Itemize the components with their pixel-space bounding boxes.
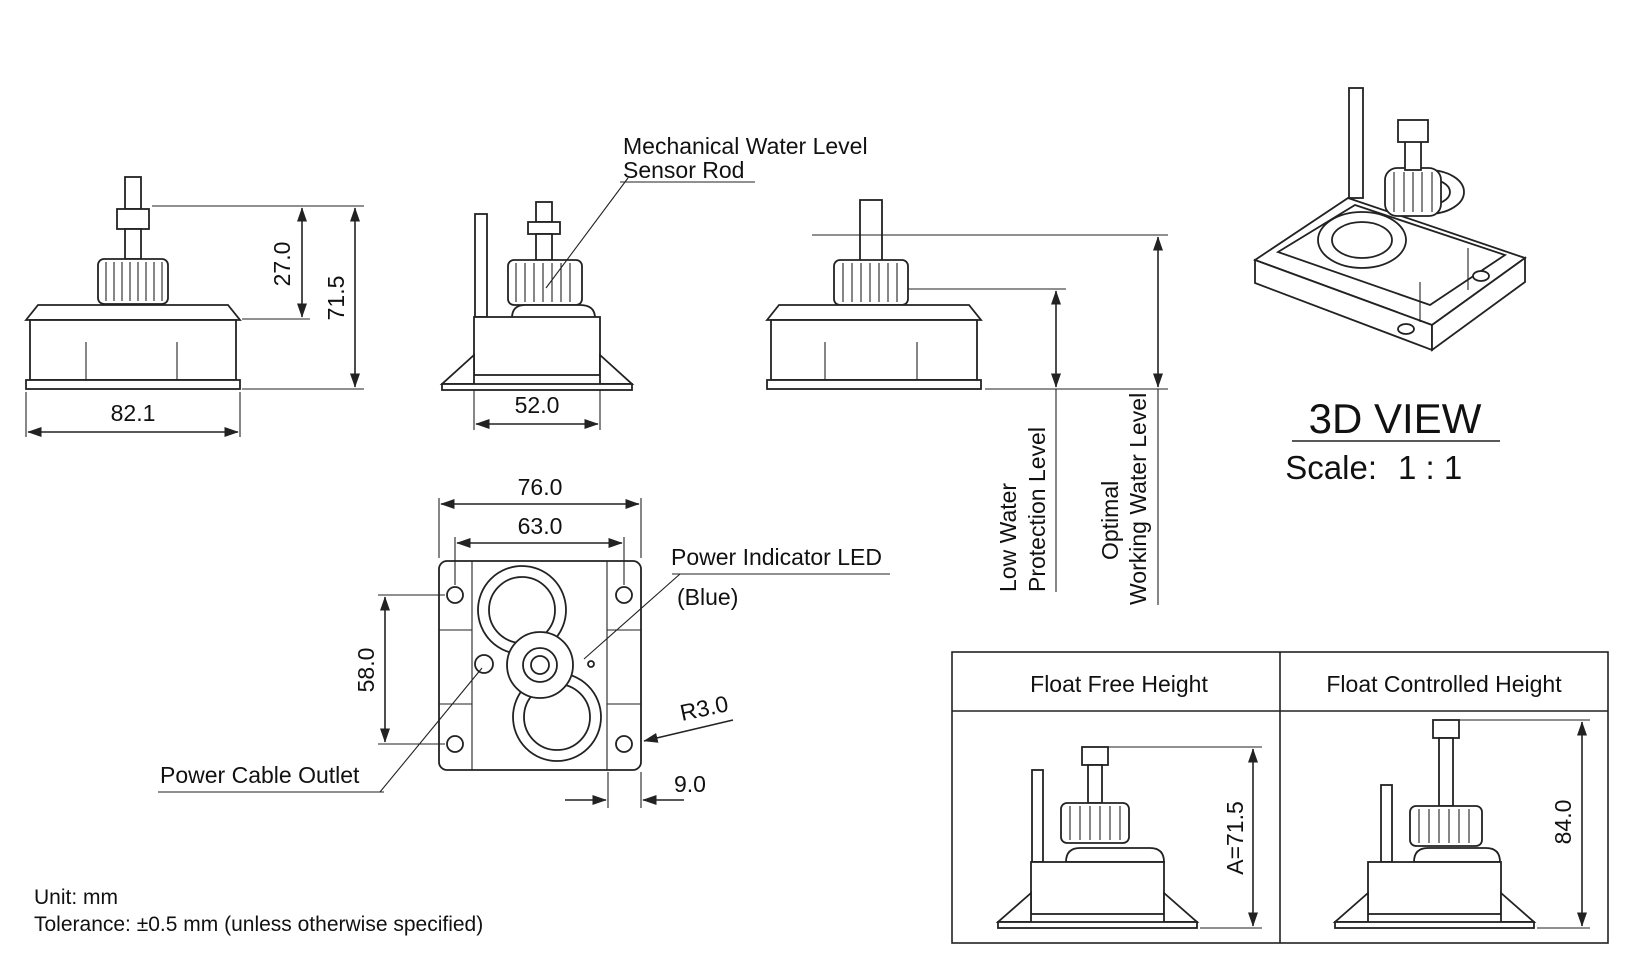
front-view: 52.0 Mechanical Water Level Sensor Rod [439, 133, 868, 430]
top-view: 76.0 63.0 58.0 9.0 R3.0 Power Indicator … [158, 474, 890, 808]
unit-note: Unit: mm [34, 886, 118, 909]
water-level-view: Low Water Protection Level Optimal Worki… [765, 199, 1168, 605]
sensor-rod-callout-line1: Mechanical Water Level [623, 133, 868, 159]
height-comparison-table: Float Free Height Float Controlled Heigh… [951, 651, 1609, 944]
corner-radius-label: R3.0 [678, 690, 731, 726]
isometric-view: 3D VIEW Scale: 1 : 1 [1253, 87, 1527, 486]
side-width-label: 82.1 [111, 400, 156, 426]
front-width-label: 52.0 [515, 392, 560, 418]
low-water-label-line2: Protection Level [1024, 427, 1050, 592]
sensor-rod-callout-line2: Sensor Rod [623, 157, 744, 183]
top-outer-width-label: 76.0 [518, 474, 563, 500]
edge-offset-label: 9.0 [674, 771, 706, 797]
table-header-float-controlled: Float Controlled Height [1326, 671, 1562, 697]
tolerance-note: Tolerance: ±0.5 mm (unless otherwise spe… [34, 913, 483, 936]
led-callout-line1: Power Indicator LED [671, 544, 882, 570]
float-controlled-height-label: 84.0 [1550, 800, 1576, 845]
scale-value: 1 : 1 [1398, 449, 1462, 486]
cable-outlet-callout: Power Cable Outlet [160, 762, 360, 788]
side-view: 82.1 27.0 71.5 [24, 176, 364, 438]
table-header-float-free: Float Free Height [1030, 671, 1208, 697]
scale-label: Scale: [1285, 449, 1377, 486]
led-callout-line2: (Blue) [677, 584, 738, 610]
top-inner-width-label: 63.0 [518, 513, 563, 539]
total-height-label: 71.5 [323, 276, 349, 321]
float-free-height-label: A=71.5 [1222, 801, 1248, 875]
optimal-level-label-line1: Optimal [1097, 481, 1123, 560]
low-water-label-line1: Low Water [995, 483, 1021, 592]
hole-spacing-label: 58.0 [353, 648, 379, 693]
view-3d-title: 3D VIEW [1309, 395, 1482, 442]
rod-height-label: 27.0 [269, 242, 295, 287]
optimal-level-label-line2: Working Water Level [1125, 393, 1151, 605]
